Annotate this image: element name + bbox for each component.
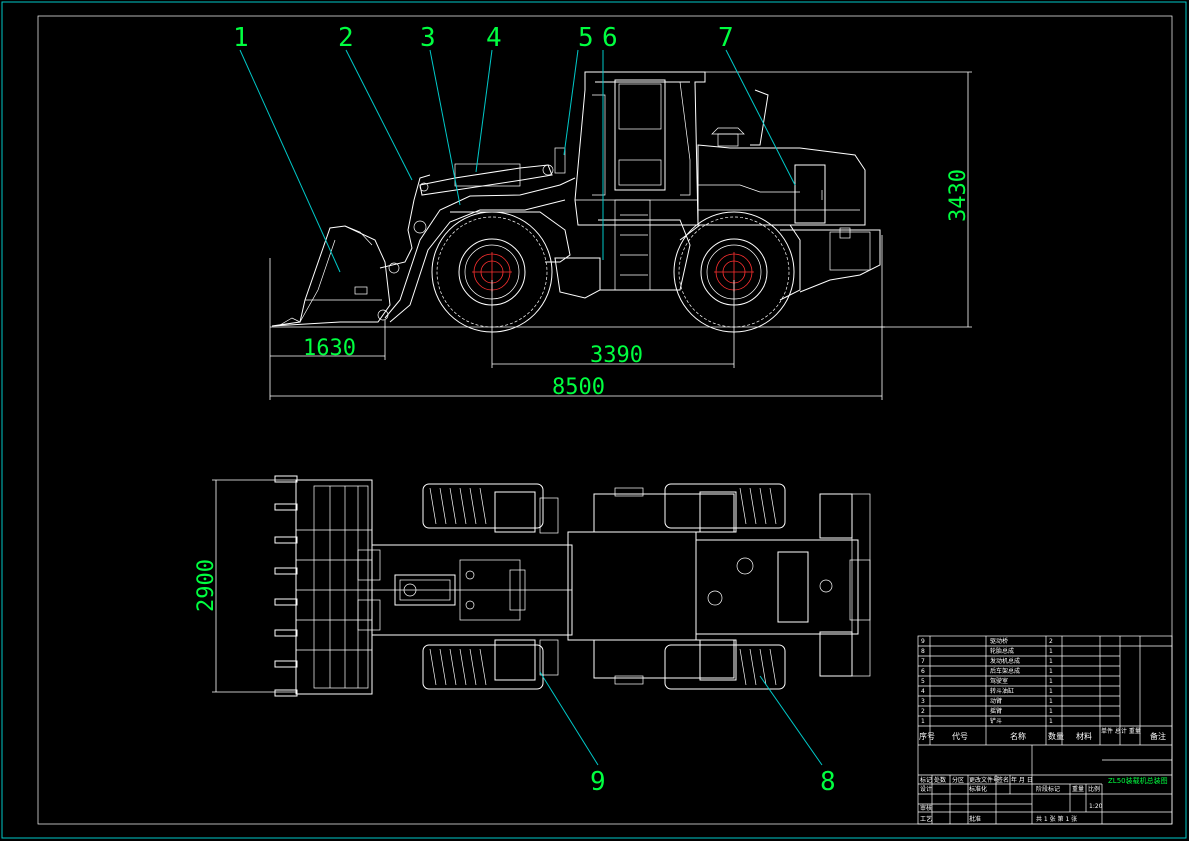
dimension-lines <box>212 71 972 693</box>
part-name: 转斗油缸 <box>990 687 1014 695</box>
header-name: 名称 <box>1010 731 1026 741</box>
header-weight: 单件 总计 重量 <box>1101 727 1141 735</box>
callout-7: 7 <box>718 23 734 53</box>
sig-label: 重量 <box>1072 785 1084 793</box>
sig-label: 审核 <box>920 804 932 812</box>
header-material: 材料 <box>1076 731 1092 741</box>
boom-linkage <box>377 163 576 323</box>
header-remark: 备注 <box>1150 731 1166 741</box>
sig-label: 标记 <box>920 776 932 784</box>
drawing-title: ZL50装载机总装图 <box>1108 776 1168 785</box>
parts-list: 9 驱动桥 2 8 轮胎总成 1 7 发动机总成 1 6 后车架总成 1 5 驾… <box>921 637 1053 725</box>
inner-frame <box>37 15 1173 825</box>
sig-label: 批准 <box>969 815 981 823</box>
part-qty: 1 <box>1049 688 1053 695</box>
part-no: 9 <box>921 638 925 645</box>
dim-overall-height: 3430 <box>946 169 971 222</box>
part-no: 4 <box>921 688 925 695</box>
part-name: 铲斗 <box>990 717 1002 725</box>
part-qty: 1 <box>1049 698 1053 705</box>
part-no: 2 <box>921 708 925 715</box>
sig-label: 设计 <box>920 785 932 793</box>
callout-9: 9 <box>590 767 606 797</box>
header-code: 代号 <box>952 731 968 741</box>
callout-1: 1 <box>233 23 249 53</box>
sig-label: 更改文件号 <box>969 776 999 784</box>
sig-label: 比例 <box>1088 785 1100 793</box>
part-no: 3 <box>921 698 925 705</box>
part-no: 1 <box>921 718 925 725</box>
callout-8: 8 <box>820 767 836 797</box>
rear-tires-plan <box>664 483 871 690</box>
sig-label: 标准化 <box>969 785 987 793</box>
front-tires-plan <box>422 483 559 690</box>
dim-overall-length: 8500 <box>552 375 605 400</box>
part-no: 5 <box>921 678 925 685</box>
sig-label: 处数 <box>934 776 946 784</box>
rear-frame-plan <box>567 487 871 685</box>
sig-label: 工艺 <box>920 815 932 823</box>
dim-bucket-width: 2900 <box>194 559 219 612</box>
part-qty: 1 <box>1049 718 1053 725</box>
sig-label: 阶段标记 <box>1036 785 1060 793</box>
callout-leaders <box>239 49 823 766</box>
drawing-scale: 1:20 <box>1089 803 1103 810</box>
sig-label: 签名 <box>997 776 1009 784</box>
front-frame-plan <box>357 544 573 636</box>
chassis-frame <box>450 199 881 301</box>
part-name: 驱动桥 <box>990 637 1008 645</box>
part-name: 摇臂 <box>990 707 1002 715</box>
engine-hood <box>697 89 866 226</box>
part-no: 7 <box>921 658 925 665</box>
bucket-side <box>271 225 391 327</box>
callout-6: 6 <box>602 23 618 53</box>
part-name: 轮胎总成 <box>990 647 1014 655</box>
part-name: 后车架总成 <box>990 667 1020 675</box>
callout-3: 3 <box>420 23 436 53</box>
sig-label: 分区 <box>952 776 964 784</box>
sheet-info: 共 1 张 第 1 张 <box>1036 815 1077 823</box>
part-qty: 2 <box>1049 638 1053 645</box>
cab <box>554 71 706 226</box>
bucket-plan <box>274 475 373 697</box>
part-qty: 1 <box>1049 658 1053 665</box>
sig-label: 年 月 日 <box>1011 776 1033 784</box>
callout-5: 5 <box>578 23 594 53</box>
header-seq: 序号 <box>919 731 935 741</box>
title-block: 9 驱动桥 2 8 轮胎总成 1 7 发动机总成 1 6 后车架总成 1 5 驾… <box>917 635 1173 825</box>
part-qty: 1 <box>1049 678 1053 685</box>
part-name: 动臂 <box>990 697 1002 705</box>
part-qty: 1 <box>1049 668 1053 675</box>
dim-wheelbase: 3390 <box>590 343 643 368</box>
callout-4: 4 <box>486 23 502 53</box>
dim-front-overhang: 1630 <box>303 336 356 361</box>
part-name: 驾驶室 <box>990 677 1008 685</box>
part-qty: 1 <box>1049 648 1053 655</box>
side-view <box>270 71 885 333</box>
callout-2: 2 <box>338 23 354 53</box>
part-qty: 1 <box>1049 708 1053 715</box>
part-name: 发动机总成 <box>990 657 1020 665</box>
part-no: 6 <box>921 668 925 675</box>
top-view <box>274 475 871 697</box>
part-no: 8 <box>921 648 925 655</box>
header-qty: 数量 <box>1048 731 1064 741</box>
